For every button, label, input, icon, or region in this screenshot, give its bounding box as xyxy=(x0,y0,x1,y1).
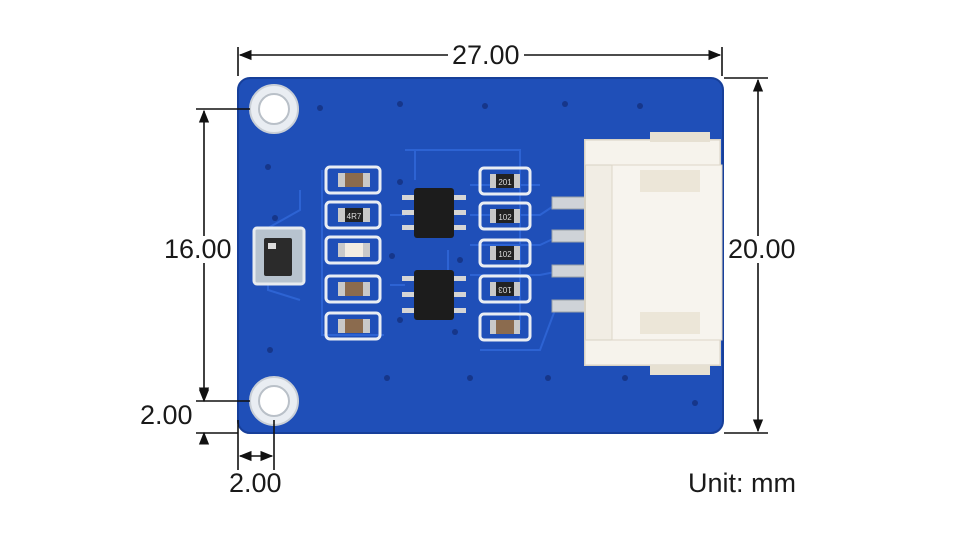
height-dimension-label: 20.00 xyxy=(724,236,800,263)
right-components: 201 102 102 103 xyxy=(478,166,532,342)
hole-span-dimension-label: 16.00 xyxy=(160,236,236,263)
pcb-vias xyxy=(265,101,698,406)
hole-offset-x-label: 2.00 xyxy=(225,470,286,497)
ic-upper xyxy=(402,188,466,238)
sensor-chip xyxy=(252,226,306,286)
ic-lower xyxy=(402,270,466,320)
unit-label: Unit: mm xyxy=(688,468,796,498)
left-components: 4R7 xyxy=(324,165,382,341)
resistor-marking-102-a: 102 xyxy=(498,213,512,222)
resistor-marking-4r7: 4R7 xyxy=(347,212,362,221)
resistor-marking-201: 201 xyxy=(498,178,512,187)
mounting-hole-top xyxy=(249,84,299,134)
connector-housing xyxy=(584,132,723,375)
mounting-hole-bottom xyxy=(249,376,299,426)
hole-offset-y-label: 2.00 xyxy=(136,402,197,429)
width-dimension-label: 27.00 xyxy=(448,42,524,69)
resistor-marking-103: 103 xyxy=(498,285,512,294)
resistor-marking-102-b: 102 xyxy=(498,250,512,259)
